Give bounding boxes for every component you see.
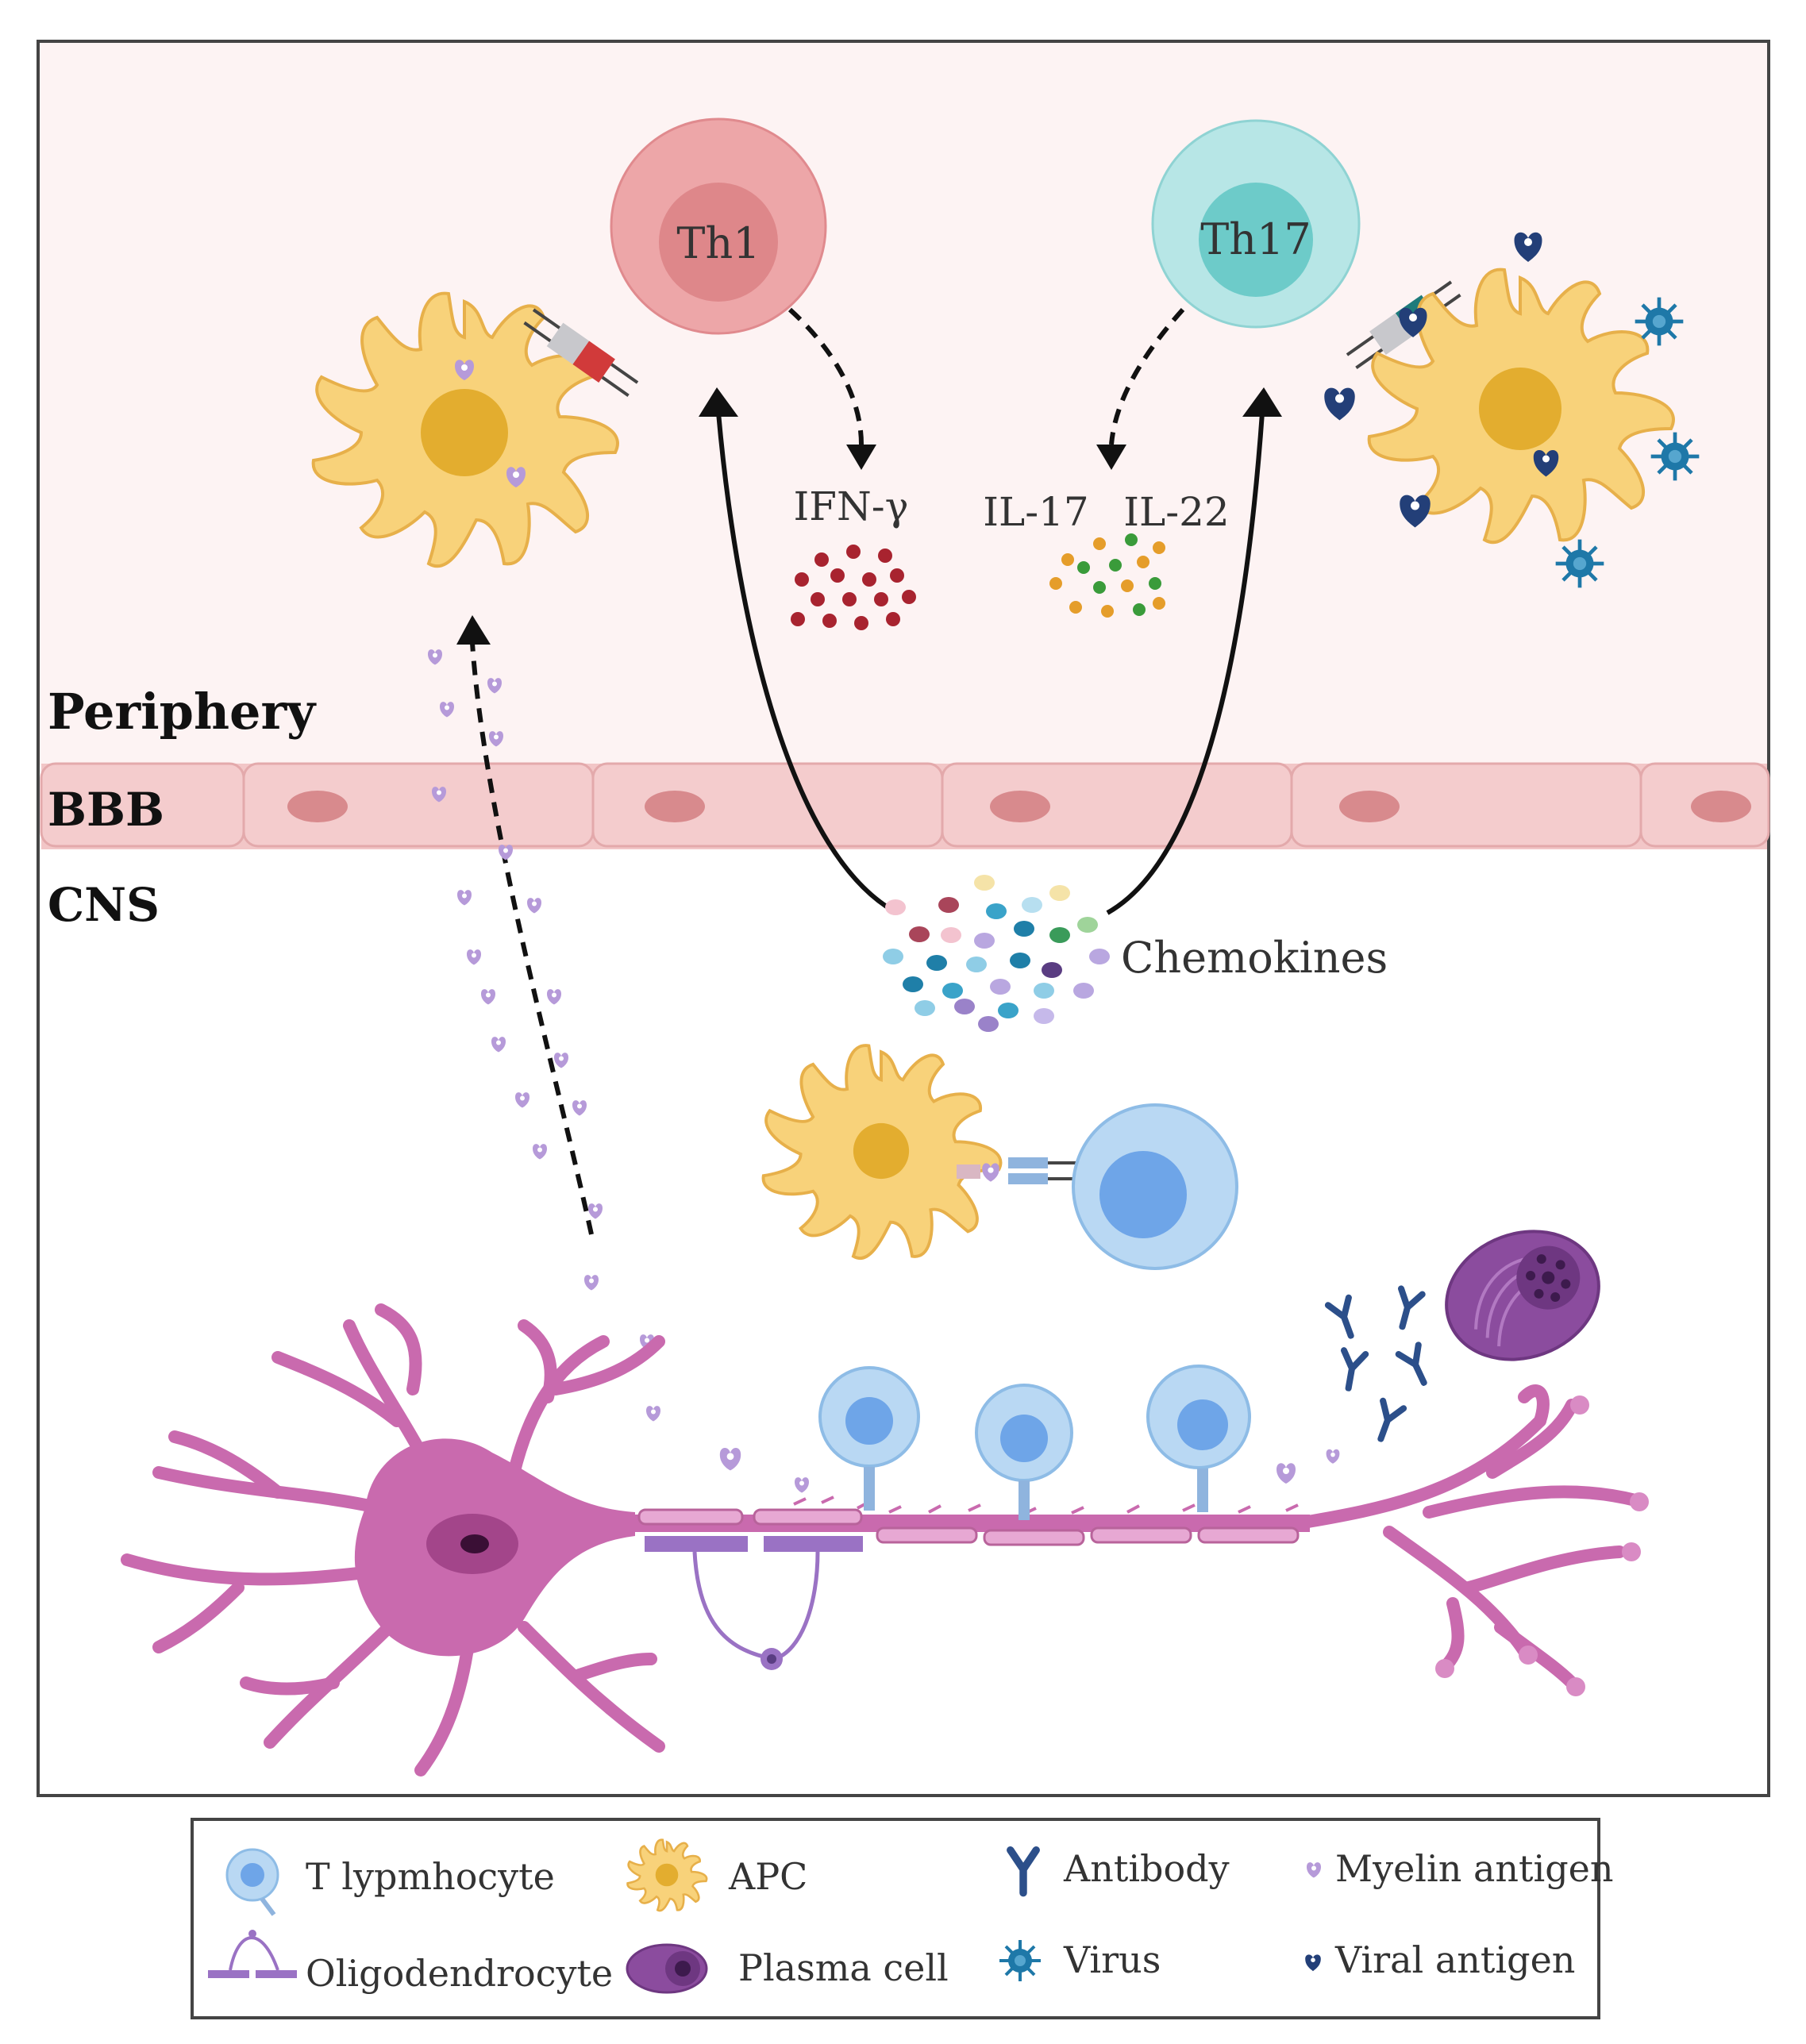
legend-antibody: Antibody <box>1011 1847 1230 1893</box>
legend-t-lymphocyte: T lypmhocyte <box>225 1848 555 1916</box>
legend-oligodendrocyte: Oligodendrocyte <box>208 1930 613 1995</box>
arrow-th17-to-il <box>1109 307 1185 445</box>
arrowhead-th17 <box>1242 387 1282 417</box>
legend-antibody-label: Antibody <box>1063 1847 1230 1890</box>
apc-icon <box>626 1838 708 1912</box>
legend-plasma-cell: Plasma cell <box>626 1943 949 1994</box>
legend-t-lymphocyte-label: T lypmhocyte <box>306 1855 555 1898</box>
label-periphery: Periphery <box>48 683 317 741</box>
legend-plasma-cell-label: Plasma cell <box>738 1946 949 1989</box>
t-cell-axon-2 <box>975 1384 1073 1520</box>
t-cell-axon-1 <box>818 1366 920 1511</box>
legend-oligodendrocyte-label: Oligodendrocyte <box>306 1952 613 1995</box>
myelin-sheath <box>637 1508 1300 1546</box>
arrowhead-ifn <box>846 445 876 470</box>
neuron <box>121 1303 1649 1776</box>
il17-label: IL-17 <box>983 489 1088 535</box>
t-cell-cns <box>1072 1103 1238 1270</box>
label-cns: CNS <box>48 878 160 932</box>
arrow-chemokines-to-th1 <box>716 412 899 915</box>
oligodendrocyte <box>645 1536 863 1670</box>
legend-myelin-antigen-label: Myelin antigen <box>1335 1847 1614 1890</box>
blood-brain-barrier <box>40 762 1770 849</box>
t-cells-axon <box>818 1365 1251 1520</box>
th17-cell: Th17 <box>1151 119 1361 329</box>
apc-right <box>1367 268 1675 545</box>
arrowhead-apc <box>456 615 491 645</box>
ifn-gamma-label: IFN-γ <box>794 483 909 529</box>
apc-cns <box>761 1044 1003 1260</box>
label-bbb: BBB <box>48 783 164 837</box>
il-dots <box>1049 533 1165 618</box>
legend-apc-label: APC <box>728 1855 807 1898</box>
th1-cell: Th1 <box>610 117 827 335</box>
il22-label: IL-22 <box>1123 489 1229 535</box>
arrowhead-th1 <box>699 387 738 417</box>
legend-virus-label: Virus <box>1063 1938 1161 1981</box>
legend: T lypmhocyte APC Antibody Myelin antigen <box>191 1818 1614 2019</box>
arrow-myelin-to-apc <box>470 642 594 1235</box>
th17-label: Th17 <box>1200 214 1311 264</box>
plasma-cell-icon <box>626 1943 708 1994</box>
arrow-th1-to-ifn <box>787 307 864 445</box>
chemokine-dots <box>883 875 1110 1032</box>
arrowhead-il <box>1096 445 1126 470</box>
legend-virus: Virus <box>998 1938 1161 1983</box>
arrow-chemokines-to-th17 <box>1106 412 1265 915</box>
legend-apc: APC <box>626 1838 807 1912</box>
ifn-gamma-dots <box>791 545 916 630</box>
legend-viral-antigen-label: Viral antigen <box>1334 1938 1575 1981</box>
legend-myelin-antigen: Myelin antigen <box>1307 1847 1614 1890</box>
plasma-cell <box>1445 1230 1600 1361</box>
oligodendrocyte-icon <box>208 1930 297 1978</box>
tcr-complex-left <box>523 308 639 397</box>
legend-viral-antigen: Viral antigen <box>1305 1938 1575 1981</box>
tcr-complex-cns <box>957 1157 1088 1184</box>
chemokines-label: Chemokines <box>1121 933 1388 983</box>
t-cell-axon-3 <box>1146 1365 1251 1512</box>
th1-label: Th1 <box>676 218 760 268</box>
